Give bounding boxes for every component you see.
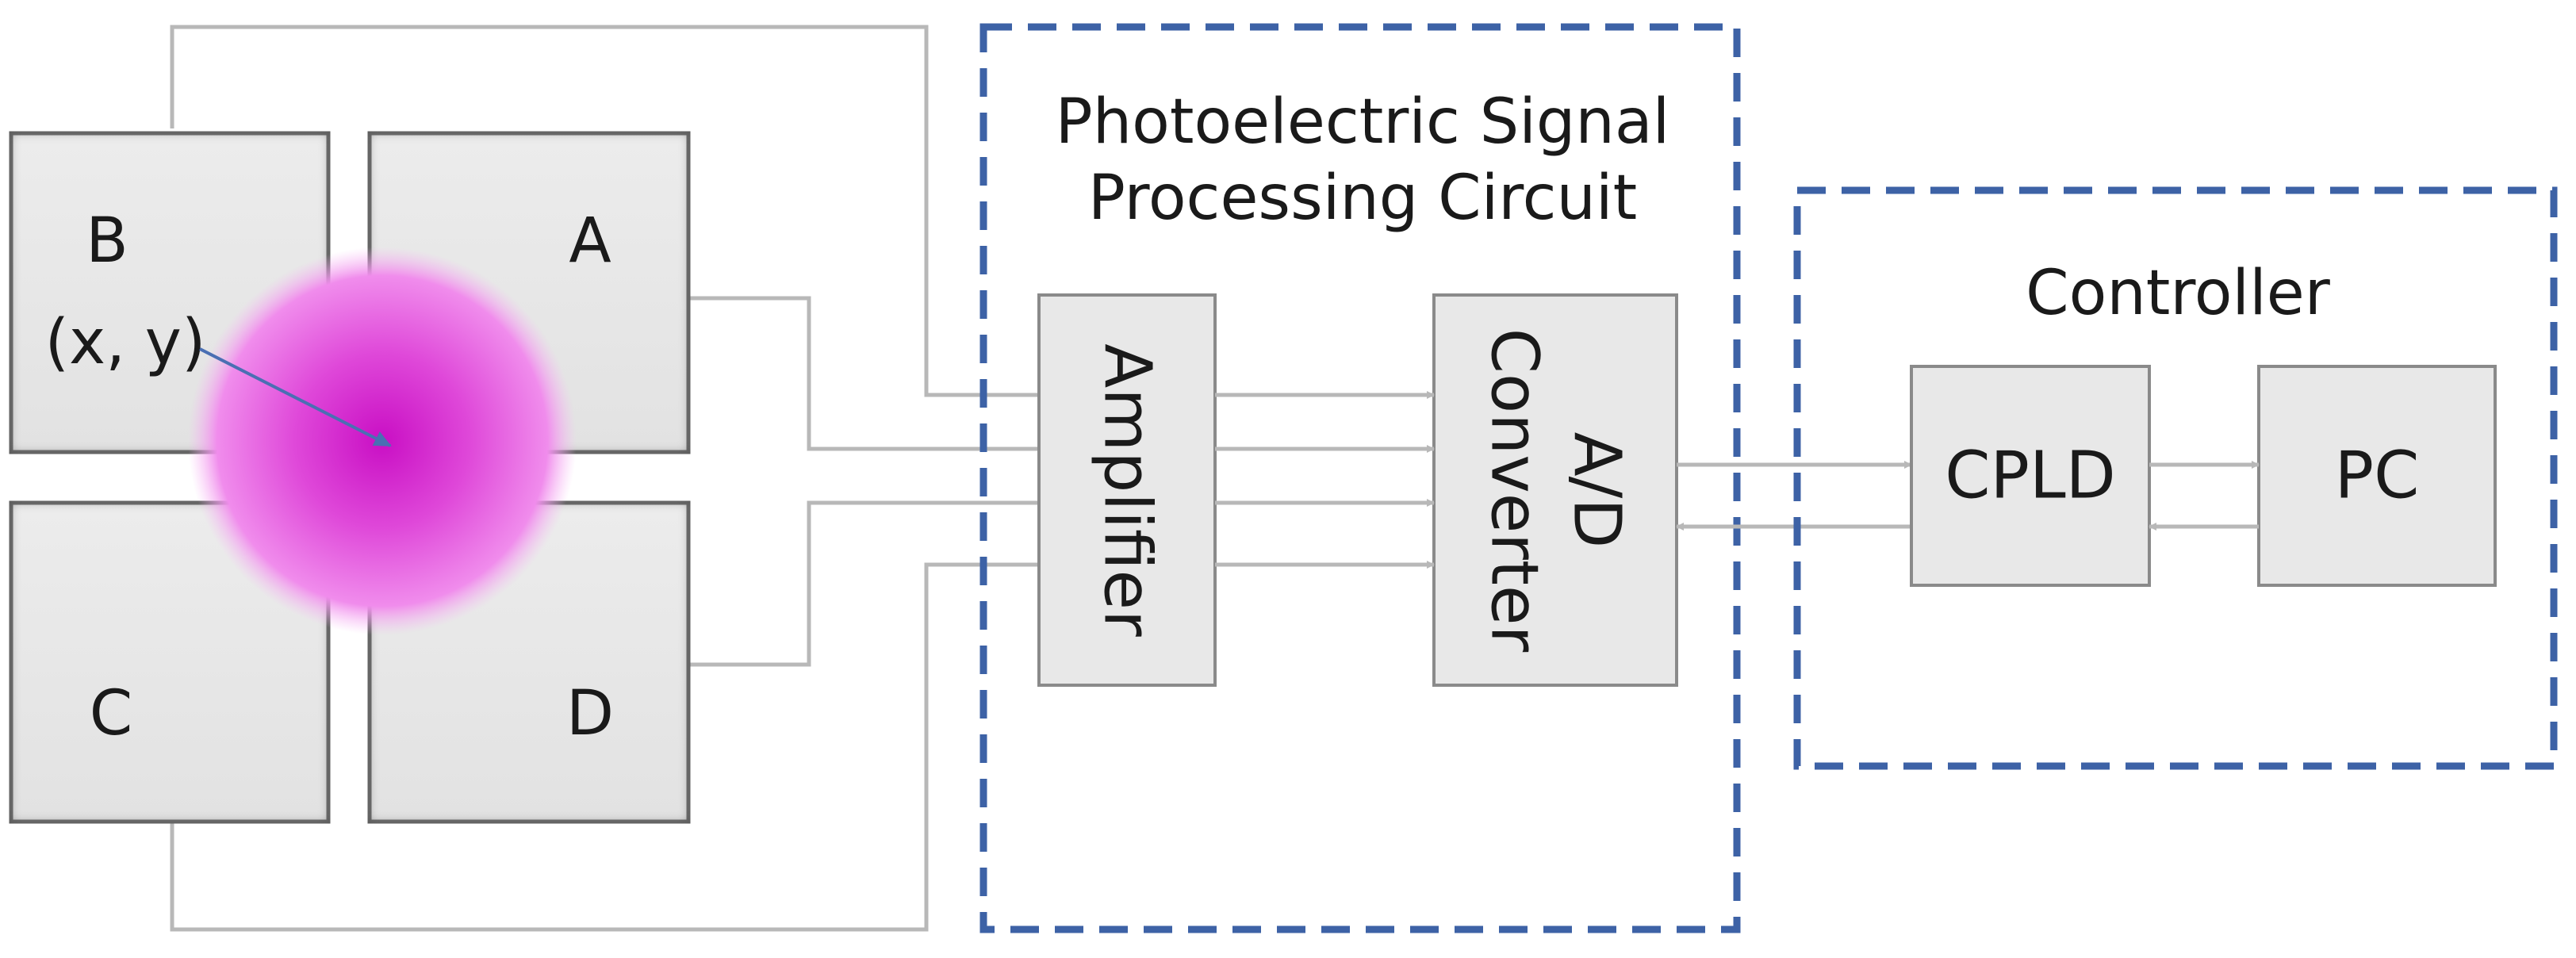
wire-quadrant-c (170, 562, 1039, 932)
amplifier-to-converter-arrows (1215, 391, 1435, 569)
ad-converter-block (1432, 293, 1678, 687)
ad-converter-label: A/D Converter (1477, 328, 1635, 653)
signal-processing-title-line1: Photoelectric Signal (1056, 86, 1670, 158)
cpld-label: CPLD (1945, 439, 2116, 514)
pc-block (2257, 365, 2497, 587)
controller-group: Controller CPLD PC (1793, 186, 2558, 770)
wire-quadrant-a (688, 296, 1039, 451)
quadrant-detector: B A C D (x, y) (9, 131, 691, 824)
quadrant-b-label: B (86, 205, 128, 277)
quadrant-a-label: A (569, 205, 611, 277)
ad-converter-label-line2: Converter (1477, 328, 1552, 653)
spot-coordinate-label: (x, y) (45, 307, 206, 378)
pc-label: PC (2335, 439, 2420, 514)
cpld-block (1910, 365, 2151, 587)
ad-converter-label-line1: A/D (1559, 432, 1635, 549)
spot-pointer-arrow (199, 347, 392, 447)
wire-quadrant-d (688, 500, 1039, 667)
amplifier-block (1037, 293, 1217, 687)
quadrant-d-label: D (566, 678, 614, 749)
amplifier-label: Amplifier (1090, 343, 1165, 637)
controller-title: Controller (2026, 258, 2331, 329)
detector-wires (170, 25, 1039, 932)
signal-processing-frame (979, 23, 1741, 933)
controller-frame (1793, 186, 2558, 770)
signal-processing-title-line2: Processing Circuit (1088, 163, 1637, 234)
quadrant-c-label: C (90, 678, 132, 749)
signal-processing-group: Photoelectric Signal Processing Circuit … (979, 23, 1741, 933)
wire-quadrant-b (170, 25, 1039, 397)
